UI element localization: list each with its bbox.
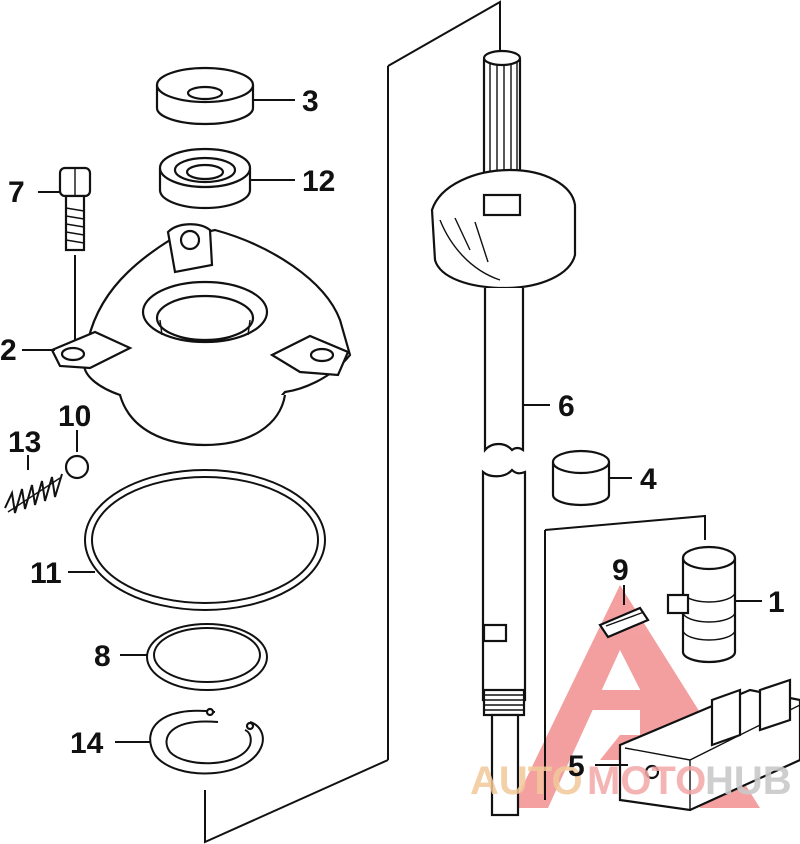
- callout-11: 11: [30, 557, 62, 590]
- callout-8: 8: [94, 640, 111, 673]
- callout-2: 2: [0, 334, 17, 367]
- callout-10: 10: [58, 400, 91, 433]
- watermark-auto: AUTO: [470, 759, 583, 803]
- part-13-spring: [4, 473, 63, 514]
- part-3-washer: [155, 66, 255, 126]
- watermark-text: AUTO MOTO HUB: [470, 759, 792, 803]
- assembly-frame-right: [544, 514, 706, 800]
- callout-7: 7: [8, 176, 25, 209]
- leader-lines: [22, 99, 762, 766]
- part-1-connector: [666, 545, 737, 664]
- callout-9: 9: [612, 554, 629, 587]
- part-4-bushing: [551, 449, 611, 507]
- callout-5: 5: [568, 750, 585, 783]
- part-8-ring: [146, 623, 268, 691]
- part-9-pin: [598, 606, 650, 639]
- callout-3: 3: [302, 85, 319, 118]
- callout-13: 13: [8, 426, 41, 459]
- part-10-ball: [64, 454, 90, 480]
- part-11-o-ring: [84, 469, 326, 611]
- callout-14: 14: [70, 727, 104, 760]
- part-7-bolt: [58, 166, 92, 345]
- part-5-clamp: [618, 678, 800, 812]
- part-14-circlip: [149, 707, 264, 775]
- callout-6: 6: [558, 390, 575, 423]
- part-12-oil-seal: [158, 147, 252, 210]
- watermark-moto: MOTO: [587, 759, 706, 803]
- part-2-housing-cover: [50, 223, 352, 447]
- callout-12: 12: [302, 165, 335, 198]
- part-6-shaft: [430, 49, 577, 817]
- assembly-frame-left: [204, 0, 501, 844]
- watermark-hub: HUB: [705, 759, 792, 803]
- callout-4: 4: [640, 463, 657, 496]
- callout-1: 1: [768, 586, 785, 619]
